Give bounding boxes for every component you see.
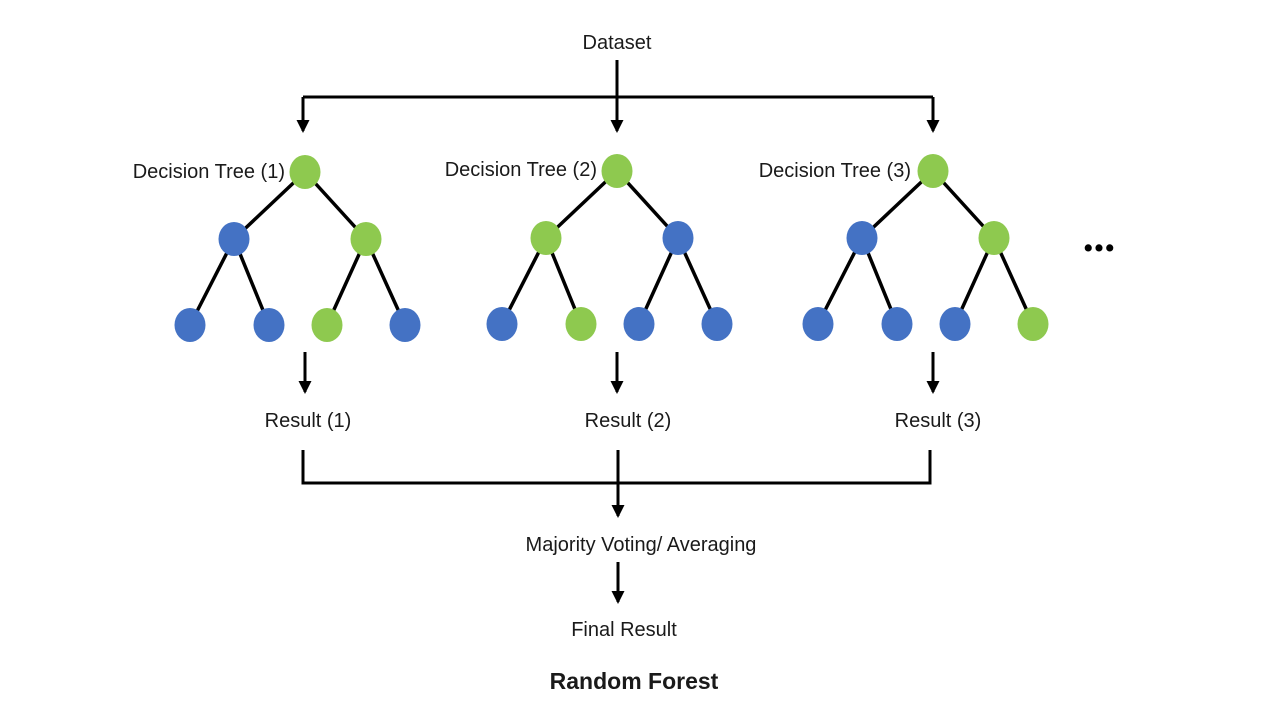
decision-tree-1-label: Decision Tree (1) — [132, 161, 285, 183]
result-2-label: Result (2) — [584, 410, 672, 432]
decision-tree-1 — [174, 155, 421, 342]
tree3-node-1-blue — [846, 221, 878, 255]
tree2-node-4-green — [565, 307, 597, 341]
decision-tree-3 — [802, 154, 1049, 341]
tree1-node-6-blue — [389, 308, 421, 342]
tree3-node-0-green — [917, 154, 949, 188]
tree3-node-6-green — [1017, 307, 1049, 341]
tree3-node-5-blue — [939, 307, 971, 341]
tree2-node-3-blue — [486, 307, 518, 341]
tree2-node-2-blue — [662, 221, 694, 255]
tree3-node-3-blue — [802, 307, 834, 341]
tree3-node-4-blue — [881, 307, 913, 341]
decision-tree-2 — [486, 154, 733, 341]
tree3-edge-0 — [860, 169, 935, 240]
tree1-edge-0 — [232, 170, 307, 241]
decision-tree-2-label: Decision Tree (2) — [444, 159, 597, 181]
tree1-node-5-green — [311, 308, 343, 342]
result-1-label: Result (1) — [264, 410, 352, 432]
tree2-node-6-blue — [701, 307, 733, 341]
tree3-node-2-green — [978, 221, 1010, 255]
trees-layer — [174, 154, 1049, 342]
result-3-label: Result (3) — [894, 410, 982, 432]
dataset-label: Dataset — [582, 32, 652, 54]
tree2-node-5-blue — [623, 307, 655, 341]
diagram-title: Random Forest — [549, 668, 719, 695]
tree1-node-3-blue — [174, 308, 206, 342]
tree1-node-0-green — [289, 155, 321, 189]
majority-voting-label: Majority Voting/ Averaging — [525, 534, 757, 556]
tree2-node-1-green — [530, 221, 562, 255]
tree1-node-1-blue — [218, 222, 250, 256]
decision-tree-3-label: Decision Tree (3) — [758, 160, 911, 182]
more-trees-ellipsis-icon: ••• — [1083, 234, 1117, 262]
tree1-node-4-blue — [253, 308, 285, 342]
tree2-node-0-green — [601, 154, 633, 188]
final-result-label: Final Result — [571, 619, 677, 641]
tree2-edge-0 — [544, 169, 619, 240]
tree1-node-2-green — [350, 222, 382, 256]
